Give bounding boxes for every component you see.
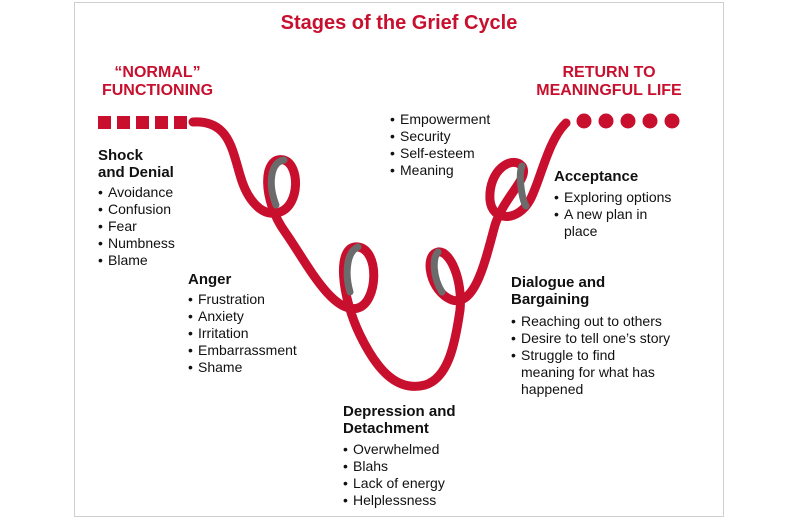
stage-title-shock-and-denial: Shock and Denial [98,147,174,181]
list-item: Embarrassment [188,342,297,359]
stage-title-dialogue-and-bargaining: Dialogue and Bargaining [511,274,605,308]
end-circle [642,113,658,129]
end-circles [576,113,680,129]
ribbon-fold-shade [343,243,362,296]
anger-list: Frustration Anxiety Irritation Embarrass… [188,291,297,376]
stage-title-line: Depression and [343,403,456,420]
stage-title-line: Shock [98,147,144,164]
stage-title-line: Detachment [343,420,429,437]
list-item: Frustration [188,291,297,308]
diagram-title: Stages of the Grief Cycle [280,12,518,34]
stage-title-line: and Denial [98,164,174,181]
start-square [174,116,187,129]
ribbon-path [188,117,571,391]
list-item: Numbness [98,235,175,252]
list-item: Blame [98,252,175,269]
list-item: Overwhelmed [343,441,445,458]
diagram-frame [74,2,724,517]
acceptance-list: Exploring options A new plan in place [554,189,671,240]
end-circle [620,113,636,129]
list-item: Reaching out to others [511,313,670,330]
list-item: Shame [188,359,297,376]
list-item-continuation-text: place [564,223,598,239]
depression-and-detachment-list: Overwhelmed Blahs Lack of energy Helples… [343,441,445,509]
stage-title-depression-and-detachment: Depression and Detachment [343,403,456,437]
list-item: Exploring options [554,189,671,206]
list-item: Avoidance [98,184,175,201]
list-item: Security [390,128,490,145]
return-to-meaningful-life-list: Empowerment Security Self-esteem Meaning [390,111,490,179]
list-item-continuation: happened [511,381,670,398]
list-item-continuation-text: happened [521,381,584,397]
list-item: Desire to tell one’s story [511,330,670,347]
list-item: Empowerment [390,111,490,128]
stage-title-acceptance: Acceptance [554,168,639,185]
normal-heading-line1: “NORMAL” [114,64,201,81]
list-item: Irritation [188,325,297,342]
list-item: Anxiety [188,308,297,325]
normal-functioning-heading: “NORMAL” FUNCTIONING [95,64,220,100]
ribbon-fold-shades [267,156,530,296]
end-circle [576,113,592,129]
list-item: Lack of energy [343,475,445,492]
list-item: Blahs [343,458,445,475]
ribbon-fold-shade [430,248,446,296]
list-item-continuation: meaning for what has [511,364,670,381]
start-square [98,116,111,129]
return-heading-line2: MEANINGFUL LIFE [536,82,682,99]
list-item: Helplessness [343,492,445,509]
start-square [155,116,168,129]
list-item: Confusion [98,201,175,218]
stage-title-line: Dialogue and [511,274,606,291]
list-item: Meaning [390,162,490,179]
return-heading-line1: RETURN TO [562,64,656,81]
list-item: Fear [98,218,175,235]
end-circle [664,113,680,129]
ribbon-fold-shade [267,156,288,209]
start-square [117,116,130,129]
list-item: A new plan in [554,206,671,223]
shock-and-denial-list: Avoidance Confusion Fear Numbness Blame [98,184,175,269]
end-circle [598,113,614,129]
stage-title-anger: Anger [188,271,232,288]
normal-heading-line2: FUNCTIONING [101,82,214,99]
stage-title-line: Bargaining [511,291,590,308]
start-square [136,116,149,129]
list-item: Self-esteem [390,145,490,162]
start-squares [98,116,187,129]
ribbon-fold-shade [516,162,530,210]
list-item: Struggle to find [511,347,670,364]
return-to-meaningful-life-heading: RETURN TO MEANINGFUL LIFE [524,64,694,100]
list-item-continuation-text: meaning for what has [521,364,655,380]
list-item-continuation: place [554,223,671,240]
dialogue-and-bargaining-list: Reaching out to others Desire to tell on… [511,313,670,398]
